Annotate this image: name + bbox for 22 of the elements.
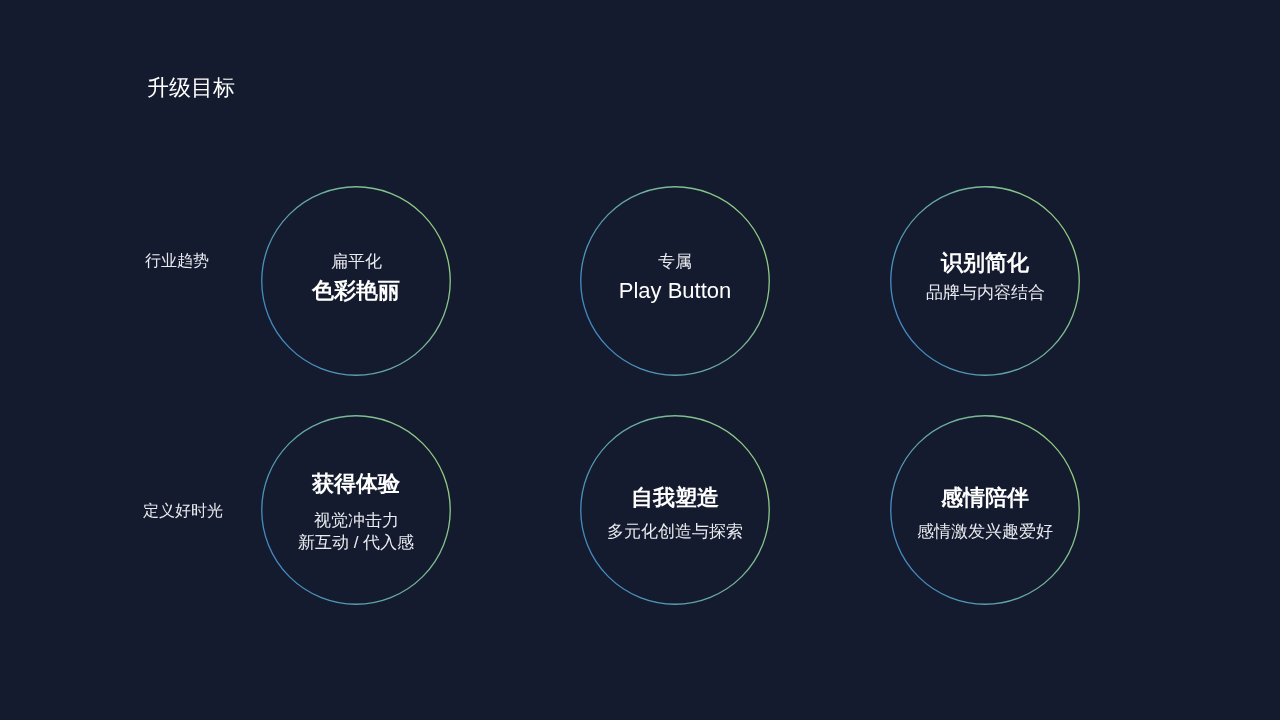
circle-text: 品牌与内容结合 <box>925 281 1045 303</box>
circle-text: 视觉冲击力 <box>313 509 399 531</box>
goal-circle <box>261 186 451 376</box>
circle-heading: 感情陪伴 <box>941 484 1029 512</box>
goal-circle <box>580 415 770 605</box>
circle-text: 多元化创造与探索 <box>607 520 743 542</box>
goal-circle <box>890 186 1080 376</box>
circle-text: 感情激发兴趣爱好 <box>917 520 1053 542</box>
page-title: 升级目标 <box>147 75 235 101</box>
goal-circle <box>261 415 451 605</box>
circle-heading: 自我塑造 <box>631 484 719 512</box>
circle-text: 新互动 / 代入感 <box>297 531 415 553</box>
circle-heading: 获得体验 <box>312 470 400 498</box>
goal-circle <box>890 415 1080 605</box>
goal-circle <box>580 186 770 376</box>
circle-heading: 色彩艳丽 <box>312 277 400 305</box>
circle-text: 专属 <box>658 250 692 272</box>
circle-heading: 识别简化 <box>941 249 1029 277</box>
circle-text: 扁平化 <box>330 250 382 272</box>
row-label: 定义好时光 <box>143 501 223 521</box>
row-label: 行业趋势 <box>145 251 209 271</box>
circle-heading: Play Button <box>618 277 732 305</box>
